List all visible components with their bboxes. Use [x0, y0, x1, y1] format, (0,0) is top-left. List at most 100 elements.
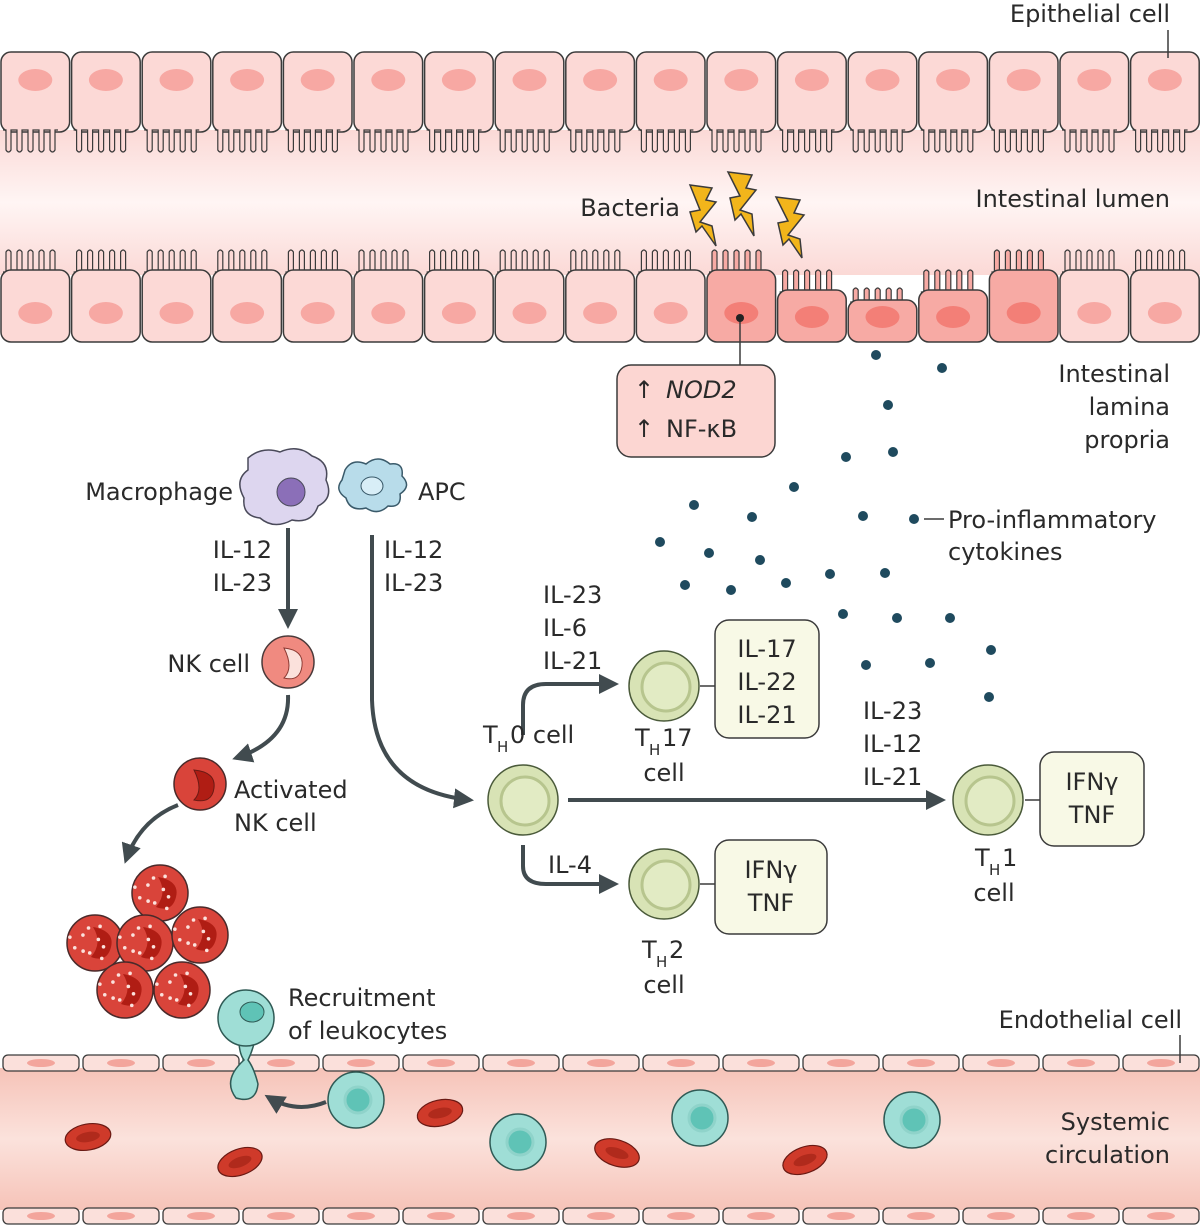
- th0-T: T: [482, 721, 498, 749]
- granule: [96, 937, 101, 942]
- granule: [177, 937, 182, 942]
- nfkb-label: NF-κB: [666, 415, 737, 443]
- th2-T: T: [641, 936, 657, 964]
- epithelial-nucleus: [724, 69, 759, 91]
- nk-cell-nucleus: [283, 647, 303, 680]
- epithelial-nucleus: [865, 69, 900, 91]
- th17-secretion-box: [714, 619, 820, 739]
- endothelial-cell-label: Endothelial cell: [999, 1006, 1182, 1034]
- leukocyte-nucleus: [899, 1105, 929, 1135]
- microvilli: [920, 269, 976, 293]
- leukocyte-nucleus: [687, 1103, 717, 1133]
- granule: [102, 992, 107, 997]
- th2-secreted-1: IFNγ: [744, 856, 797, 884]
- bacteria-bolt-icon: [774, 196, 806, 259]
- endothelial-nucleus: [27, 1212, 55, 1220]
- endothelial-nucleus: [107, 1059, 135, 1067]
- endothelial-nucleus: [267, 1059, 295, 1067]
- granule: [72, 945, 77, 950]
- granule: [155, 982, 159, 986]
- rbc-center: [428, 1107, 452, 1119]
- granule: [131, 933, 135, 937]
- epithelial-nucleus: [230, 69, 265, 91]
- activated-nk-cell-icon: [171, 906, 229, 964]
- apc-label: APC: [418, 478, 466, 506]
- granule: [129, 1003, 134, 1008]
- epithelial-cell: [282, 51, 353, 133]
- th1-H: H: [989, 861, 1000, 879]
- mac-cytokine-1: IL-12: [213, 536, 272, 564]
- recruitment-label-1: Recruitment: [288, 984, 435, 1012]
- microvilli: [73, 129, 129, 153]
- th17-cytokine-3: IL-21: [543, 647, 602, 675]
- t-cell-nucleus: [640, 661, 692, 713]
- epithelial-cell: [212, 51, 283, 133]
- endothelial-nucleus: [667, 1212, 695, 1220]
- t-cell-nucleus: [964, 775, 1016, 827]
- granule: [86, 926, 91, 930]
- epithelial-cell: [494, 51, 565, 133]
- epithelial-nucleus: [583, 69, 618, 91]
- endothelial-nucleus: [347, 1059, 375, 1067]
- microvilli: [144, 129, 200, 153]
- th17-cytokine-1: IL-23: [543, 581, 602, 609]
- th17-secreted-1: IL-17: [737, 635, 796, 663]
- epithelial-nucleus: [1147, 69, 1182, 91]
- granule: [151, 876, 156, 880]
- granule: [126, 984, 131, 989]
- th2-cell-word: cell: [643, 971, 684, 999]
- th1-suffix: 1: [1002, 844, 1017, 872]
- th17-T: T: [634, 724, 650, 752]
- epithelial-nucleus: [230, 302, 265, 324]
- epithelial-nucleus: [1077, 69, 1112, 91]
- epithelial-cell: [423, 51, 494, 133]
- microvilli: [709, 129, 764, 153]
- granule: [159, 992, 164, 997]
- microvilli: [991, 129, 1047, 153]
- microvilli: [356, 249, 411, 273]
- granule: [173, 927, 177, 931]
- bacteria-bolt-icon: [688, 184, 718, 247]
- epithelial-cell: [565, 51, 636, 133]
- recruitment-label-2: of leukocytes: [288, 1017, 447, 1045]
- granule: [186, 925, 190, 929]
- granule: [168, 980, 172, 984]
- epithelial-nucleus: [371, 69, 406, 91]
- nfkb-up-arrow: ↑: [634, 415, 654, 443]
- microvilli: [850, 129, 906, 153]
- th17-secreted-3: IL-21: [737, 701, 796, 729]
- top-epithelium: [0, 51, 1200, 153]
- epithelial-nucleus: [88, 69, 123, 91]
- activated-nk-cell-icon: [131, 864, 189, 922]
- nk-nucleus: [121, 974, 142, 1006]
- th2-secreted-2: TNF: [747, 889, 794, 917]
- granule: [188, 992, 193, 996]
- granule: [81, 949, 85, 953]
- microvilli: [285, 249, 341, 273]
- endothelial-nucleus: [587, 1212, 615, 1220]
- granule: [191, 918, 196, 922]
- epithelial-nucleus: [300, 69, 335, 91]
- granule: [118, 935, 122, 939]
- th1-cytokine-2: IL-12: [863, 730, 922, 758]
- epithelial-cell: [70, 51, 141, 133]
- granule: [204, 948, 209, 953]
- granule: [152, 901, 157, 905]
- endothelial-nucleus: [347, 1212, 375, 1220]
- epithelial-nucleus: [653, 69, 688, 91]
- microvilli: [497, 249, 553, 273]
- microvilli: [779, 129, 835, 153]
- granule: [173, 973, 178, 977]
- granule: [133, 885, 137, 889]
- granule: [137, 895, 142, 900]
- endothelial-nucleus: [1067, 1059, 1095, 1067]
- rbc-center: [228, 1155, 252, 1169]
- granule: [98, 982, 102, 986]
- th17-cytokine-2: IL-6: [543, 614, 587, 642]
- granule: [149, 956, 154, 961]
- rbc-center: [76, 1131, 100, 1143]
- epithelial-nucleus: [300, 302, 335, 324]
- nk-nucleus: [141, 927, 162, 959]
- epithelial-nucleus: [936, 69, 971, 91]
